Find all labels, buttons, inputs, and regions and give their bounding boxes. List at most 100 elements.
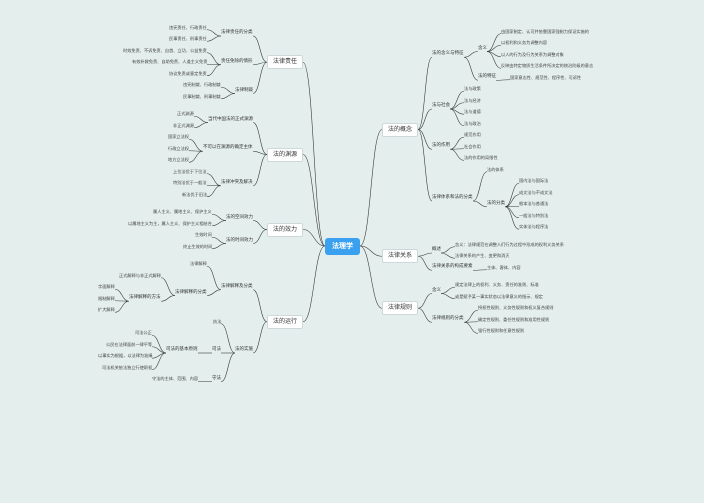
leaf-node[interactable]: 生效时间 — [195, 232, 212, 238]
leaf-node[interactable]: 主体、客体、内容 — [487, 264, 521, 270]
leaf-node[interactable]: 司法公正 — [135, 330, 152, 336]
leaf-node[interactable]: 国家立法权 — [168, 134, 189, 140]
topic-node[interactable]: 当代中国法的正式渊源 — [208, 116, 253, 122]
leaf-node[interactable]: 行政立法权 — [168, 145, 189, 151]
topic-node[interactable]: 法律解释及分类 — [221, 283, 253, 289]
leaf-node[interactable]: 上位法优于下位法 — [173, 168, 207, 174]
connector-line — [211, 213, 227, 221]
leaf-node[interactable]: 规范作用 — [464, 132, 481, 138]
topic-node[interactable]: 法律解释的分类 — [175, 289, 207, 295]
connector-line — [193, 115, 209, 123]
leaf-node[interactable]: 终止生效的时间 — [183, 243, 213, 249]
leaf-node[interactable]: 法律解释 — [190, 261, 207, 267]
leaf-node[interactable]: 法与政策 — [464, 86, 481, 92]
leaf-node[interactable]: 一般法与特别法 — [519, 212, 549, 218]
leaf-node[interactable]: 强行性规则和任意性规则 — [478, 328, 525, 334]
branch-node[interactable]: 法的概念 — [382, 122, 419, 137]
topic-node[interactable]: 责任免除的情形 — [221, 58, 253, 64]
leaf-node[interactable]: 时效免责、不诉免责、自首、立功、公益免责 — [123, 47, 207, 53]
leaf-node[interactable]: 执法 — [213, 318, 222, 324]
topic-node[interactable]: 不可以在渊源的确定主体 — [203, 145, 253, 151]
leaf-node[interactable]: 反映由特定物质生活条件所决定的统治阶级的意志 — [501, 63, 594, 69]
leaf-node[interactable]: 确定性规则、委任性规则和准用性规则 — [478, 316, 550, 322]
topic-node[interactable]: 法律制裁 — [235, 87, 253, 93]
leaf-node[interactable]: 授权性规则、义务性规则和权义复合规则 — [478, 305, 554, 311]
leaf-node[interactable]: 公民在法律面前一律平等 — [106, 341, 153, 347]
leaf-node[interactable]: 民事责任、刑事责任 — [169, 36, 207, 42]
topic-node[interactable]: 司法的基本原则 — [166, 347, 198, 352]
leaf-node[interactable]: 以属地主义为主，属人主义、保护主义相结合 — [128, 220, 212, 226]
connector-line — [220, 323, 236, 354]
leaf-node[interactable]: 国家意志性、规范性、程序性、可诉性 — [510, 74, 582, 80]
branch-node[interactable]: 法的运行 — [267, 314, 304, 329]
leaf-node[interactable]: 民事制裁、刑事制裁 — [183, 93, 221, 99]
leaf-node[interactable]: 守法的主体、范围、内容 — [152, 376, 199, 382]
leaf-node[interactable]: 法律关系的产生、变更和消灭 — [455, 253, 510, 259]
leaf-node[interactable]: 规定法律上的权利、义务、责任的准则、标准 — [455, 282, 539, 288]
topic-node[interactable]: 法的分类 — [487, 200, 505, 206]
topic-node[interactable]: 概述 — [432, 247, 441, 252]
branch-node[interactable]: 法的效力 — [267, 222, 304, 237]
leaf-node[interactable]: 正式渊源 — [177, 111, 194, 117]
leaf-node[interactable]: 国内法与国际法 — [519, 178, 549, 184]
topic-node[interactable]: 法律关系的构成要素 — [432, 264, 473, 270]
leaf-node[interactable]: 扩大解释 — [98, 307, 115, 313]
topic-node[interactable]: 法的含义与特征 — [432, 51, 464, 57]
topic-node[interactable]: 法律规则的分类 — [432, 316, 464, 322]
connector-line — [463, 321, 479, 334]
leaf-node[interactable]: 法的体系 — [487, 166, 504, 172]
connector-line — [188, 150, 204, 163]
topic-node[interactable]: 法的时间效力 — [226, 237, 253, 243]
topic-node[interactable]: 法的空间效力 — [226, 214, 253, 220]
leaf-node[interactable]: 或是赋予某一事实状态以法律意义的指示、规定 — [455, 293, 543, 299]
branch-node[interactable]: 法的渊源 — [267, 147, 304, 162]
leaf-node[interactable]: 有效补救免责、自助免责、人道主义免责 — [132, 59, 208, 65]
leaf-node[interactable]: 司法机关依法独立行使职权 — [102, 364, 153, 370]
leaf-node[interactable]: 属人主义、属地主义、保护主义 — [153, 209, 212, 215]
leaf-node[interactable]: 以事实为根据，以法律为准绳 — [98, 353, 153, 359]
root-node[interactable]: 法理学 — [325, 237, 360, 255]
topic-node[interactable]: 法律冲突及解决 — [221, 179, 253, 185]
leaf-node[interactable]: 违宪责任、行政责任 — [169, 24, 207, 30]
topic-node[interactable]: 含义 — [478, 45, 487, 51]
topic-node[interactable]: 守法 — [212, 375, 221, 381]
leaf-node[interactable]: 非正式渊源 — [173, 122, 194, 128]
leaf-node[interactable]: 限制解释 — [98, 295, 115, 301]
leaf-node[interactable]: 实体法与程序法 — [519, 224, 549, 230]
topic-node[interactable]: 法与社会 — [432, 103, 450, 108]
branch-node[interactable]: 法律关系 — [382, 249, 419, 264]
connector-line — [252, 229, 268, 244]
topic-node[interactable]: 法律体系和法的分类 — [432, 195, 473, 200]
topic-node[interactable]: 法的作用 — [432, 143, 450, 149]
leaf-node[interactable]: 协议免责或意定免责 — [169, 70, 207, 76]
topic-node[interactable]: 法律解释的方法 — [129, 295, 161, 301]
leaf-node[interactable]: 含义：法律规范在调整人们行为过程中形成的权利义务关系 — [455, 241, 564, 247]
leaf-node[interactable]: 字面解释 — [98, 284, 115, 290]
leaf-node[interactable]: 正式解释与非正式解释 — [119, 272, 161, 278]
topic-node[interactable]: 法的特征 — [478, 74, 496, 80]
connector-line — [417, 307, 433, 323]
topic-node[interactable]: 法律责任的分类 — [221, 30, 253, 35]
topic-node[interactable]: 含义 — [432, 287, 441, 293]
leaf-node[interactable]: 法与政治 — [464, 120, 481, 126]
leaf-node[interactable]: 以人的行为及行为关系为调整对象 — [501, 51, 564, 57]
leaf-node[interactable]: 法与经济 — [464, 97, 481, 103]
connector-line — [472, 269, 488, 271]
leaf-node[interactable]: 违宪制裁、行政制裁 — [183, 82, 221, 88]
leaf-node[interactable]: 法的作用的局限性 — [464, 155, 498, 161]
leaf-node[interactable]: 由国家制定、认可并依靠国家强制力保证实施的 — [501, 28, 589, 34]
topic-node[interactable]: 法的实施 — [235, 347, 253, 352]
leaf-node[interactable]: 社会作用 — [464, 143, 481, 149]
leaf-node[interactable]: 新法优于旧法 — [182, 191, 208, 197]
leaf-node[interactable]: 特别法优于一般法 — [173, 180, 207, 186]
leaf-node[interactable]: 法与道德 — [464, 109, 481, 115]
connector-line — [417, 129, 433, 150]
leaf-node[interactable]: 成文法与不成文法 — [519, 189, 553, 195]
leaf-node[interactable]: 地方立法权 — [168, 157, 189, 163]
branch-node[interactable]: 法律规则 — [382, 301, 419, 316]
branch-node[interactable]: 法律责任 — [267, 55, 304, 70]
topic-node[interactable]: 司法 — [212, 347, 221, 352]
leaf-node[interactable]: 根本法与普通法 — [519, 201, 549, 207]
leaf-node[interactable]: 以权利和义务为调整内容 — [501, 40, 548, 46]
